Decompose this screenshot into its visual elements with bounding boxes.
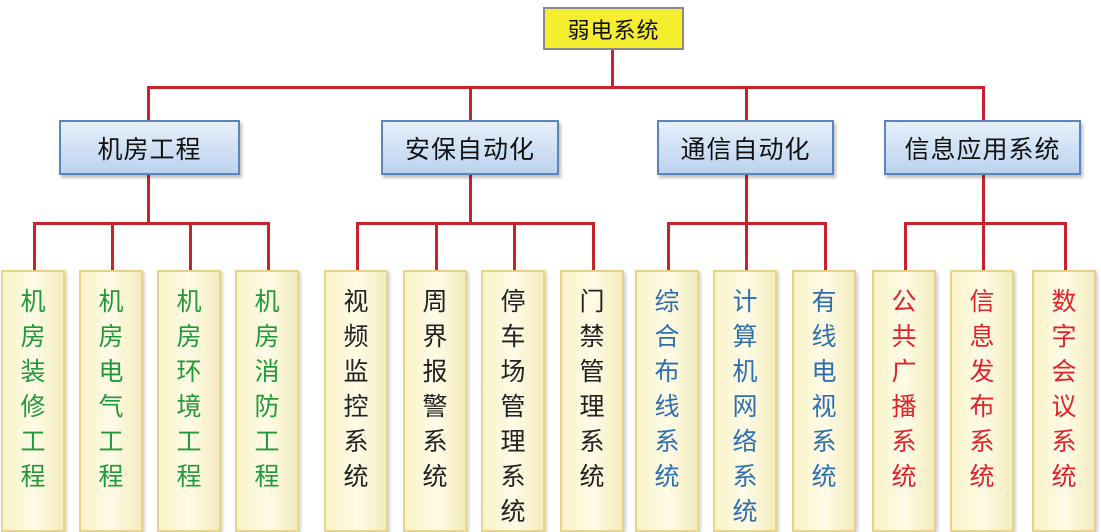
- leaf-4-3-drop: [1064, 222, 1067, 270]
- leaf-4-1-drop: [904, 222, 907, 270]
- root-node: 弱电系统: [543, 7, 684, 50]
- leaf-1-4-drop: [267, 222, 270, 270]
- cat-3-stem-line: [745, 86, 748, 120]
- root-stem-line: [611, 50, 614, 88]
- cat-1-down-line: [147, 175, 150, 225]
- leaf-2-4-drop: [592, 222, 595, 270]
- leaf-1-1-drop: [33, 222, 36, 270]
- root-branch-line: [147, 86, 985, 89]
- leaf-public-broadcast: 公共广播系统: [872, 270, 936, 532]
- group-2-branch-line: [356, 222, 595, 225]
- group-1-branch-line: [33, 222, 270, 225]
- leaf-structured-cabling: 综合布线系统: [635, 270, 699, 532]
- cat-2-stem-line: [469, 86, 472, 120]
- leaf-cable-tv: 有线电视系统: [792, 270, 856, 532]
- leaf-parking-management: 停车场管理系统: [481, 270, 545, 532]
- leaf-digital-conference: 数字会议系统: [1032, 270, 1096, 532]
- leaf-3-2-drop: [745, 222, 748, 270]
- leaf-3-3-drop: [824, 222, 827, 270]
- leaf-machine-room-electrical: 机房电气工程: [79, 270, 143, 532]
- leaf-access-control: 门禁管理系统: [560, 270, 624, 532]
- category-machine-room: 机房工程: [59, 120, 240, 175]
- leaf-4-2-drop: [982, 222, 985, 270]
- leaf-2-1-drop: [356, 222, 359, 270]
- leaf-machine-room-fire: 机房消防工程: [235, 270, 299, 532]
- leaf-computer-network: 计算机网络系统: [713, 270, 777, 532]
- leaf-machine-room-decoration: 机房装修工程: [1, 270, 65, 532]
- leaf-perimeter-alarm: 周界报警系统: [403, 270, 467, 532]
- cat-3-down-line: [745, 175, 748, 225]
- leaf-machine-room-environment: 机房环境工程: [157, 270, 221, 532]
- leaf-2-3-drop: [513, 222, 516, 270]
- leaf-information-release: 信息发布系统: [950, 270, 1014, 532]
- leaf-1-3-drop: [189, 222, 192, 270]
- group-4-branch-line: [904, 222, 1067, 225]
- category-information-systems: 信息应用系统: [884, 120, 1081, 175]
- leaf-video-surveillance: 视频监控系统: [324, 270, 388, 532]
- leaf-2-2-drop: [435, 222, 438, 270]
- cat-1-stem-line: [147, 86, 150, 120]
- leaf-1-2-drop: [111, 222, 114, 270]
- category-security-automation: 安保自动化: [381, 120, 559, 175]
- category-communication-automation: 通信自动化: [657, 120, 834, 175]
- leaf-3-1-drop: [667, 222, 670, 270]
- cat-4-down-line: [982, 175, 985, 225]
- cat-4-stem-line: [982, 86, 985, 120]
- cat-2-down-line: [469, 175, 472, 225]
